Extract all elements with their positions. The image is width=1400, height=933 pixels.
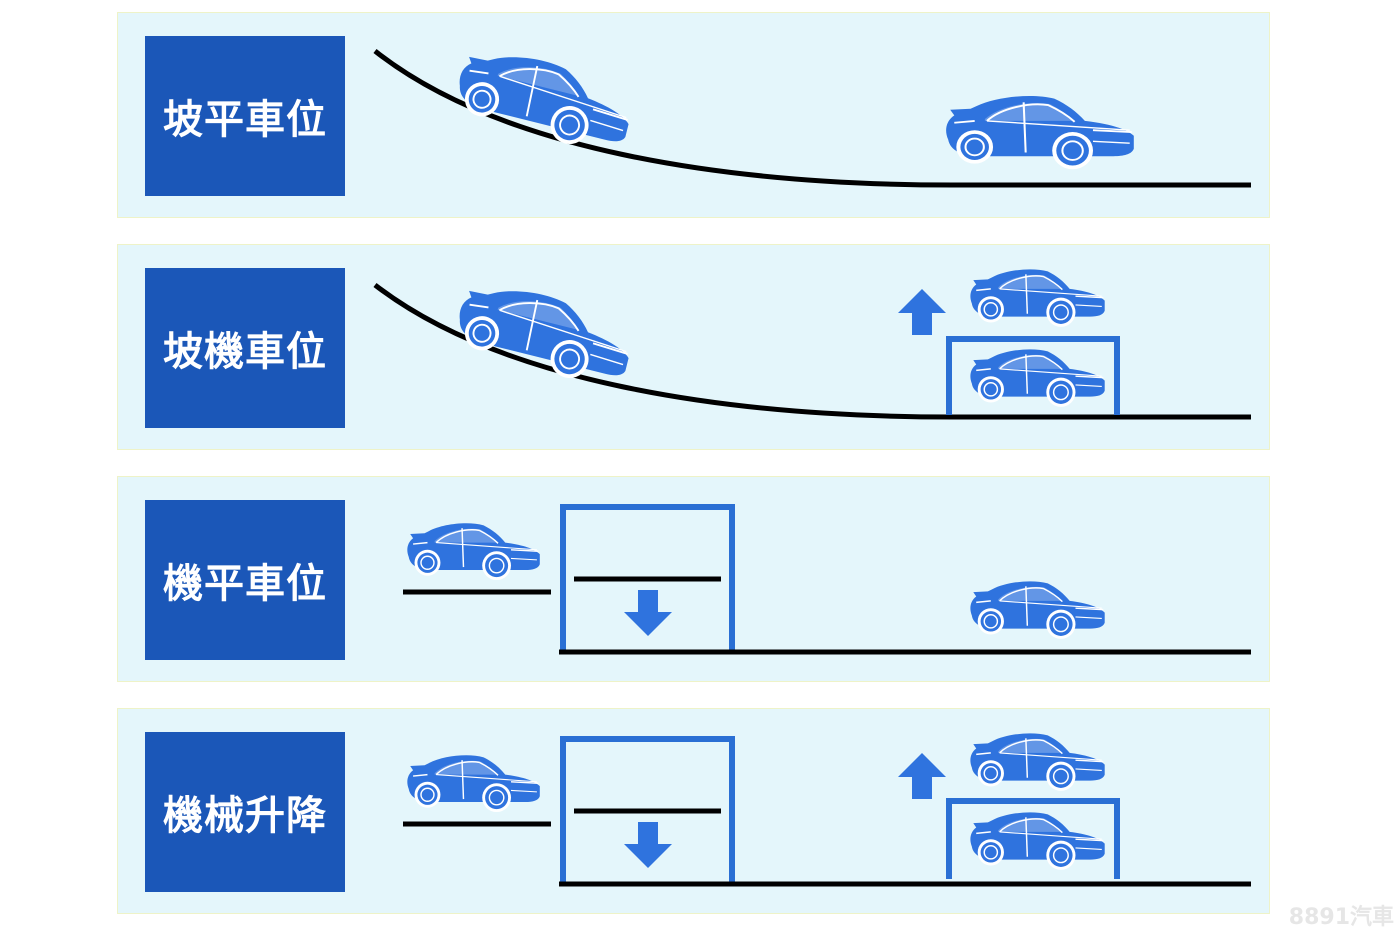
arrow-up-icon	[898, 289, 946, 335]
panel-label: 坡機車位	[145, 268, 345, 428]
panel-label: 機械升降	[145, 732, 345, 892]
ramp-line	[373, 283, 1251, 420]
car-icon	[969, 348, 1106, 408]
car-icon	[945, 94, 1135, 171]
panel-slope-mechanical: 坡機車位	[117, 244, 1270, 450]
watermark: 8891汽車	[1288, 905, 1394, 930]
scene-slope-mechanical	[373, 268, 1251, 420]
scene-mechanical-lift	[403, 732, 1251, 887]
panel-label: 機平車位	[145, 500, 345, 660]
lift-frame	[560, 504, 735, 650]
panel-label: 坡平車位	[145, 36, 345, 196]
panel-slope-flat: 坡平車位	[117, 12, 1270, 218]
lift-frame	[560, 736, 735, 882]
car-icon	[969, 732, 1106, 792]
arrow-down-icon	[624, 822, 672, 868]
car-icon	[969, 268, 1106, 328]
scene-slope-flat	[373, 41, 1251, 188]
car-icon	[406, 754, 541, 813]
lift-frame	[946, 798, 1120, 879]
car-icon	[969, 811, 1106, 871]
panel-mechanical-lift: 機械升降	[117, 708, 1270, 914]
lift-frame	[946, 336, 1120, 415]
arrow-up-icon	[898, 753, 946, 799]
panel-mechanical-flat: 機平車位	[117, 476, 1270, 682]
arrow-down-icon	[624, 590, 672, 636]
car-icon	[449, 41, 640, 159]
car-icon	[969, 580, 1106, 640]
car-icon	[449, 275, 640, 393]
car-icon	[406, 522, 541, 581]
scene-mechanical-flat	[403, 504, 1251, 655]
ramp-line	[373, 49, 1251, 188]
